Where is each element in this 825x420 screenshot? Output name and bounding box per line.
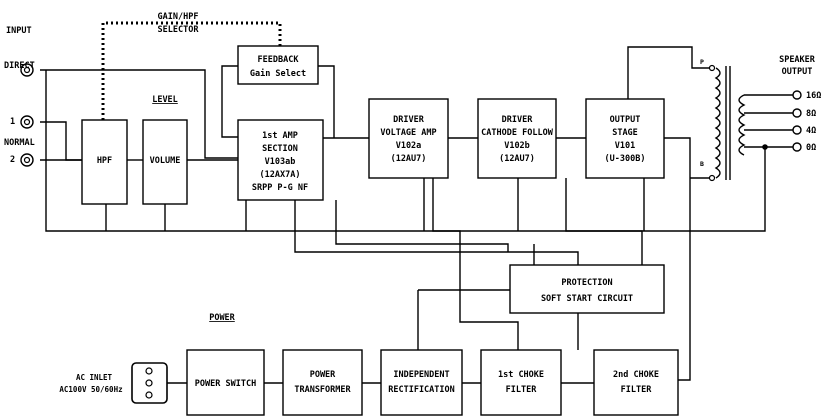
volume-block xyxy=(142,119,188,205)
protection-line-2: SOFT START CIRCUIT xyxy=(541,294,633,304)
tap-0-label: 0Ω xyxy=(806,143,816,153)
amp1-line-5: SRPP P-G NF xyxy=(252,183,308,193)
input-2-label: 2 xyxy=(10,155,15,165)
amp1-line-1: 1st AMP xyxy=(262,131,298,141)
ac-voltage-label: AC100V 50/60Hz xyxy=(59,385,122,394)
selector-label: SELECTOR xyxy=(158,25,200,35)
choke1-line-2: FILTER xyxy=(506,385,538,395)
tap-16-label: 16Ω xyxy=(806,91,821,101)
ac-inlet-label: AC INLET xyxy=(76,373,113,382)
output-stage-block xyxy=(585,98,665,179)
direct-label: DIRECT xyxy=(4,61,35,71)
driver-cf-block xyxy=(477,98,557,179)
feedback-line-1: FEEDBACK xyxy=(258,55,300,65)
output-line-2: STAGE xyxy=(612,128,638,138)
power-switch-block xyxy=(186,349,265,416)
driver-cf-line-2: CATHODE FOLLOW xyxy=(481,128,554,138)
output-transformer xyxy=(708,64,793,182)
protection-line-1: PROTECTION xyxy=(561,278,612,288)
output-line-3: V101 xyxy=(615,141,635,151)
power-transformer-block xyxy=(282,349,363,416)
hpf-block xyxy=(81,119,128,205)
tap-8-label: 8Ω xyxy=(806,109,816,119)
amp1-line-4: (12AX7A) xyxy=(260,170,301,180)
feedback-block xyxy=(237,45,319,85)
choke2-line-1: 2nd CHOKE xyxy=(613,370,659,380)
amp1-line-2: SECTION xyxy=(262,144,298,154)
amp1-block xyxy=(237,119,324,201)
ac-inlet-icon xyxy=(131,362,168,404)
power-label: POWER xyxy=(209,313,235,323)
feedback-line-2: Gain Select xyxy=(250,68,306,79)
protection-block xyxy=(509,264,665,314)
volume-label: VOLUME xyxy=(150,156,181,166)
driver-va-line-1: DRIVER xyxy=(393,115,425,125)
driver-va-line-3: V102a xyxy=(396,141,422,151)
input-label: INPUT xyxy=(6,26,32,36)
power-tx-line-2: TRANSFORMER xyxy=(294,385,351,395)
rectification-block xyxy=(380,349,463,416)
driver-cf-line-1: DRIVER xyxy=(502,115,534,125)
hpf-label: HPF xyxy=(97,156,112,166)
choke1-block xyxy=(480,349,562,416)
tap-b-label: B xyxy=(700,160,704,168)
choke2-line-2: FILTER xyxy=(621,385,653,395)
driver-va-line-2: VOLTAGE AMP xyxy=(380,128,436,138)
output-line-4: (U-300B) xyxy=(605,154,646,164)
amp1-line-3: V103ab xyxy=(265,157,296,167)
speaker-terminals xyxy=(792,90,802,152)
level-label: LEVEL xyxy=(152,95,178,105)
signal-wires xyxy=(40,46,766,384)
tap-p-label: P xyxy=(700,58,704,66)
input-1-label: 1 xyxy=(10,117,15,127)
power-tx-line-1: POWER xyxy=(310,370,336,380)
gain-hpf-label: GAIN/HPF xyxy=(158,12,199,22)
output-line-1: OUTPUT xyxy=(610,115,641,125)
selector-link xyxy=(101,21,282,120)
driver-cf-line-4: (12AU7) xyxy=(499,154,535,164)
rectification-line-2: RECTIFICATION xyxy=(388,385,455,395)
rectification-line-1: INDEPENDENT xyxy=(393,370,449,380)
power-switch-label: POWER SWITCH xyxy=(195,379,256,389)
speaker-label: SPEAKER xyxy=(779,55,816,65)
normal-label: NORMAL xyxy=(4,138,35,148)
output-label: OUTPUT xyxy=(782,67,813,77)
tap-4-label: 4Ω xyxy=(806,126,816,136)
choke1-line-1: 1st CHOKE xyxy=(498,370,544,380)
driver-va-block xyxy=(368,98,449,179)
driver-va-line-4: (12AU7) xyxy=(391,154,427,164)
input-jacks xyxy=(20,63,34,167)
driver-cf-line-3: V102b xyxy=(504,141,530,151)
choke2-block xyxy=(593,349,679,416)
